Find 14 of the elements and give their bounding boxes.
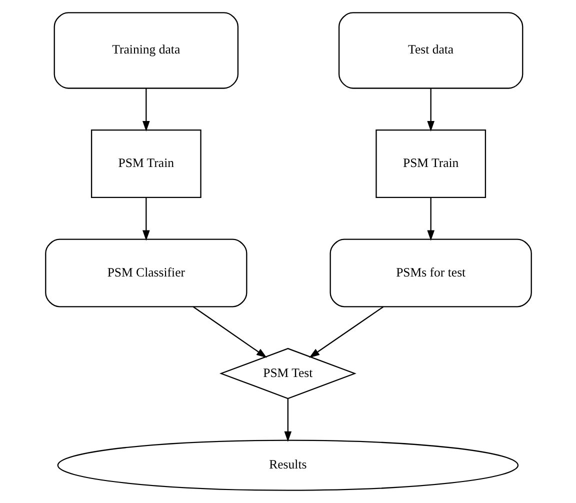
arrow [284, 398, 292, 442]
node-box: Training data [53, 12, 238, 89]
node-box: Test data [338, 12, 523, 89]
arrow [426, 198, 434, 241]
node-box: PSM Classifier [44, 238, 247, 308]
node-box: PSM Train [375, 130, 486, 198]
node-box: PSM Train [90, 130, 201, 198]
arrow [308, 306, 384, 358]
arrow [142, 88, 150, 132]
node-ellipse: Results [56, 440, 518, 491]
node-box: PSMs for test [329, 238, 532, 308]
arrow [426, 88, 434, 132]
arrow [192, 306, 266, 358]
arrow [142, 198, 150, 241]
